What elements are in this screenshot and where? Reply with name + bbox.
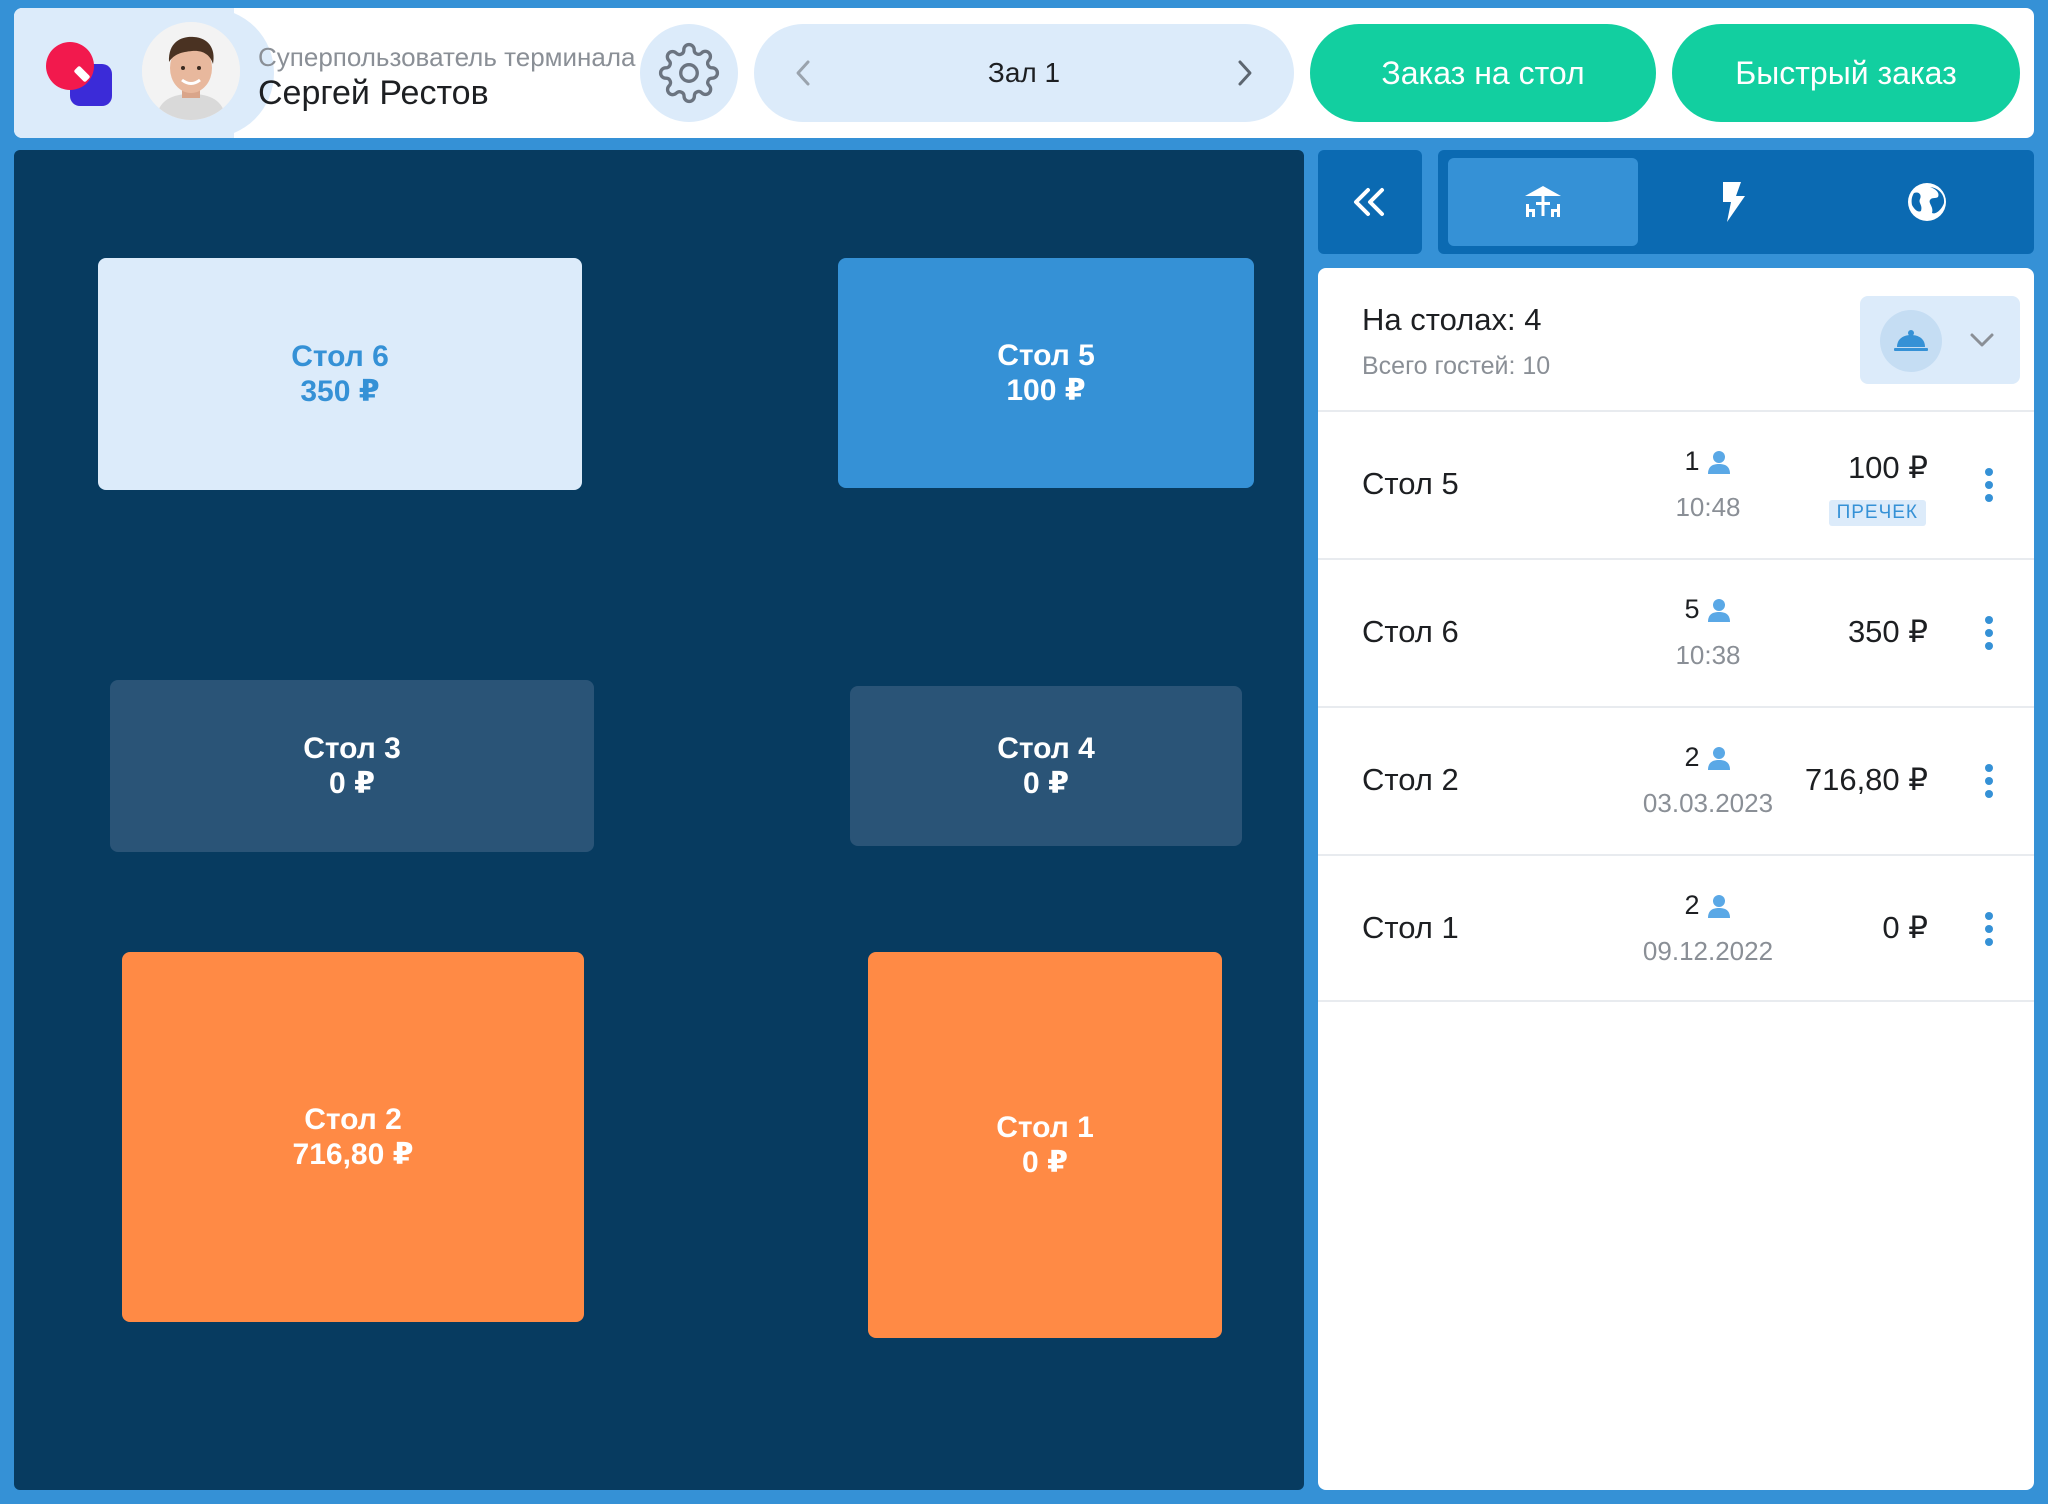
- table-amount: 0 ₽: [329, 767, 375, 800]
- tab-quick-orders[interactable]: [1638, 158, 1828, 246]
- app-logo-icon: [44, 40, 116, 112]
- table-amount: 350 ₽: [300, 375, 380, 408]
- settings-button[interactable]: [640, 24, 738, 122]
- hall-prev-button[interactable]: [778, 48, 828, 98]
- tab-bar: [1438, 150, 2034, 254]
- table-amount: 0 ₽: [1022, 1146, 1068, 1179]
- summary-guests: Всего гостей: 10: [1362, 352, 1551, 380]
- orders-panel: На столах: 4 Всего гостей: 10 Стол 5 1 1…: [1318, 268, 2034, 1490]
- order-amount: 350 ₽: [1847, 614, 1928, 649]
- quick-order-button[interactable]: Быстрый заказ: [1672, 24, 2020, 122]
- table-tile[interactable]: Стол 2 716,80 ₽: [122, 952, 584, 1322]
- order-time: 10:38: [1675, 640, 1741, 670]
- chevron-left-icon: [796, 60, 810, 86]
- person-icon: [1707, 894, 1730, 918]
- user-role: Суперпользователь терминала: [258, 42, 636, 72]
- order-amount: 100 ₽: [1847, 450, 1928, 485]
- order-time: 09.12.2022: [1642, 936, 1774, 966]
- order-table-name: Стол 2: [1362, 762, 1459, 797]
- globe-icon: [1908, 183, 1946, 221]
- table-tile[interactable]: Стол 4 0 ₽: [850, 686, 1242, 846]
- hall-name: Зал 1: [987, 57, 1061, 88]
- guest-count: 2: [1684, 890, 1700, 920]
- collapse-panel-button[interactable]: [1318, 150, 1422, 254]
- order-row[interactable]: Стол 2 2 03.03.2023 716,80 ₽: [1318, 706, 2034, 854]
- more-vertical-icon: [1985, 468, 1993, 502]
- table-amount: 0 ₽: [1023, 767, 1069, 800]
- tab-online-orders[interactable]: [1832, 158, 2022, 246]
- guest-count: 1: [1684, 446, 1700, 476]
- person-icon: [1707, 746, 1730, 770]
- order-amount: 716,80 ₽: [1804, 762, 1928, 797]
- chevron-right-icon: [1238, 60, 1252, 86]
- table-order-button[interactable]: Заказ на стол: [1310, 24, 1656, 122]
- order-amount: 0 ₽: [1882, 910, 1928, 945]
- table-name: Стол 6: [291, 340, 389, 373]
- avatar[interactable]: [142, 22, 240, 120]
- order-time: 03.03.2023: [1642, 788, 1774, 818]
- chevron-down-icon: [1966, 324, 1998, 356]
- lightning-icon: [1723, 182, 1745, 222]
- double-chevron-left-icon: [1354, 188, 1384, 216]
- order-guests: 1: [1608, 446, 1808, 477]
- more-vertical-icon: [1985, 616, 1993, 650]
- table-tile[interactable]: Стол 5 100 ₽: [838, 258, 1254, 488]
- table-tile[interactable]: Стол 3 0 ₽: [110, 680, 594, 852]
- row-menu-button[interactable]: [1974, 758, 2004, 804]
- user-name: Сергей Рестов: [258, 74, 489, 112]
- person-icon: [1707, 598, 1730, 622]
- order-guests: 2: [1608, 742, 1808, 773]
- order-table-name: Стол 1: [1362, 910, 1459, 945]
- order-row[interactable]: Стол 1 2 09.12.2022 0 ₽: [1318, 854, 2034, 1002]
- table-name: Стол 3: [303, 732, 401, 765]
- table-amount: 100 ₽: [1006, 374, 1086, 407]
- tables-icon: [1525, 186, 1561, 217]
- order-table-name: Стол 5: [1362, 466, 1459, 501]
- cloche-icon: [1894, 330, 1928, 351]
- more-vertical-icon: [1985, 912, 1993, 946]
- order-guests: 2: [1608, 890, 1808, 921]
- row-menu-button[interactable]: [1974, 462, 2004, 508]
- summary-title: На столах: 4: [1362, 302, 1542, 337]
- table-name: Стол 4: [997, 732, 1095, 765]
- status-badge: ПРЕЧЕК: [1828, 500, 1926, 526]
- row-menu-button[interactable]: [1974, 906, 2004, 952]
- table-amount: 716,80 ₽: [292, 1138, 414, 1171]
- order-row[interactable]: Стол 6 5 10:38 350 ₽: [1318, 558, 2034, 706]
- floor-plan: Стол 6 350 ₽ Стол 5 100 ₽ Стол 3 0 ₽ Сто…: [14, 150, 1304, 1490]
- table-name: Стол 1: [996, 1111, 1094, 1144]
- guest-count: 5: [1684, 594, 1700, 624]
- filter-icon-wrap: [1880, 310, 1942, 372]
- gear-icon: [658, 42, 720, 104]
- table-name: Стол 2: [304, 1103, 402, 1136]
- order-row[interactable]: Стол 5 1 10:48 100 ₽ ПРЕЧЕК: [1318, 410, 2034, 558]
- order-table-name: Стол 6: [1362, 614, 1459, 649]
- more-vertical-icon: [1985, 764, 1993, 798]
- row-menu-button[interactable]: [1974, 610, 2004, 656]
- order-type-filter[interactable]: [1860, 296, 2020, 384]
- table-tile[interactable]: Стол 6 350 ₽: [98, 258, 582, 490]
- tab-tables[interactable]: [1448, 158, 1638, 246]
- table-name: Стол 5: [997, 339, 1095, 372]
- table-tile[interactable]: Стол 1 0 ₽: [868, 952, 1222, 1338]
- hall-selector: Зал 1: [754, 24, 1294, 122]
- person-icon: [1707, 450, 1730, 474]
- order-time: 10:48: [1675, 492, 1741, 522]
- hall-next-button[interactable]: [1220, 48, 1270, 98]
- guest-count: 2: [1684, 742, 1700, 772]
- order-guests: 5: [1608, 594, 1808, 625]
